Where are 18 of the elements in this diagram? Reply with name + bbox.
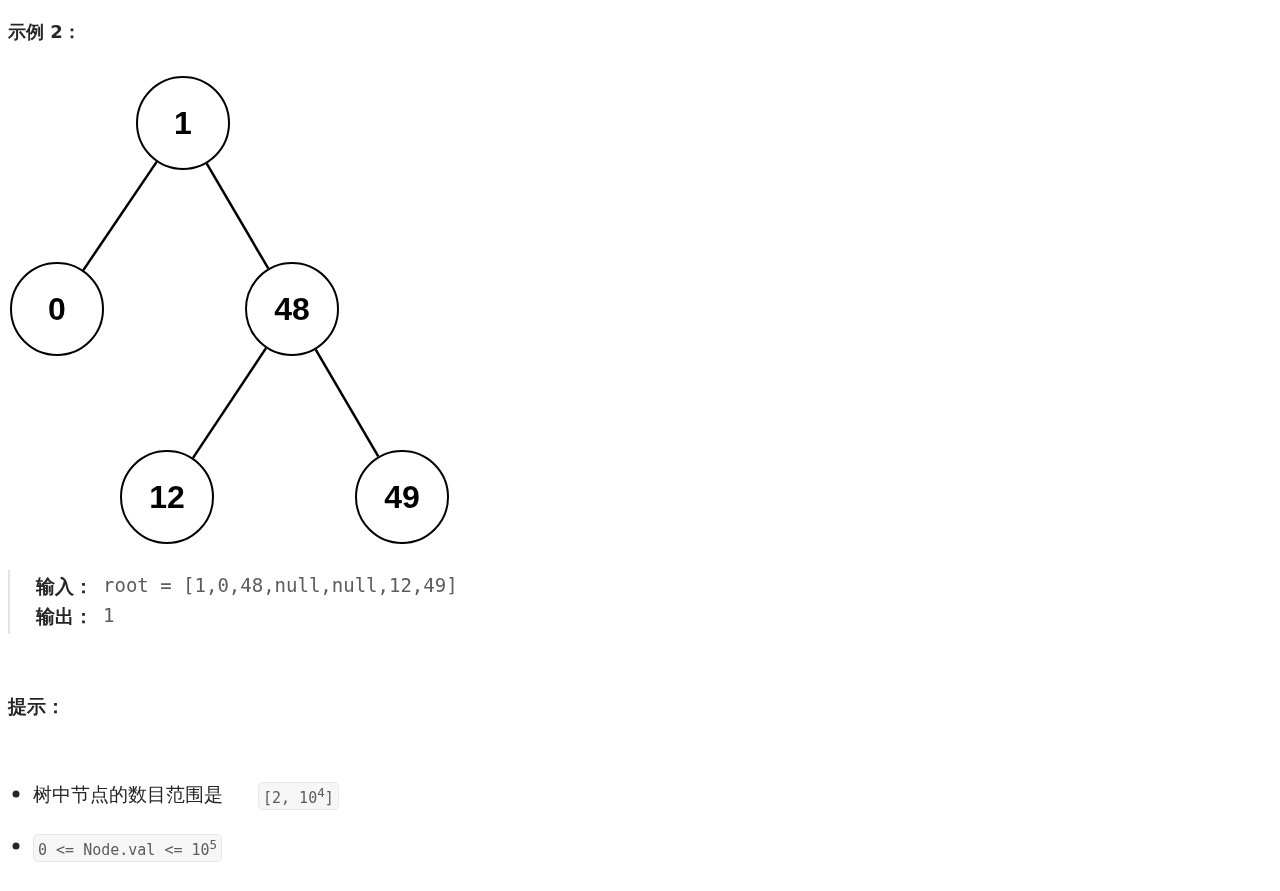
input-label: 输入： — [36, 574, 93, 599]
section-heading: 提示： — [8, 694, 65, 719]
tree-node-circle: 49 — [355, 450, 449, 544]
tree-node-circle: 12 — [120, 450, 214, 544]
tree-edge — [191, 347, 268, 459]
tree-node-circle: 0 — [10, 262, 104, 356]
code-chip: 0 <= Node.val <= 10$^{5}$ — [33, 834, 223, 862]
code-chip: [2, 10$^{4}$] — [258, 782, 339, 810]
tree-node-circle: 48 — [245, 262, 339, 356]
bullet-text: 树中节点的数目范围是 — [33, 782, 223, 807]
code-text: 1 — [103, 604, 115, 626]
tree-edge — [205, 162, 270, 270]
tree-edge — [82, 161, 158, 271]
tree-node-circle: 1 — [136, 76, 230, 170]
heading: 示例 2： — [8, 20, 81, 44]
output-label: 输出： — [36, 604, 93, 629]
code-text: root = [1,0,48,null,null,12,49] — [103, 574, 458, 596]
tree-edge — [314, 348, 380, 458]
